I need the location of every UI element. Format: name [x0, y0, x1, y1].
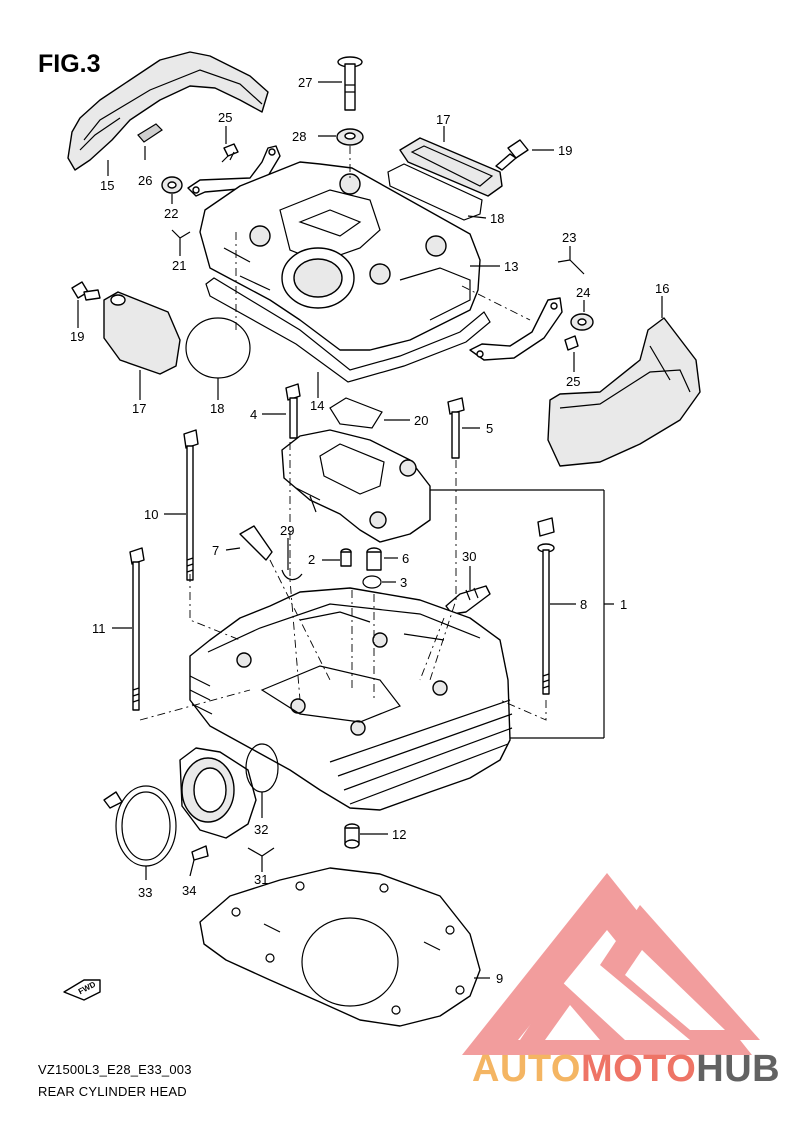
callout-32[interactable]: 32	[254, 822, 268, 837]
clamp-33[interactable]	[103, 785, 177, 867]
callout-17-left[interactable]: 17	[132, 401, 146, 416]
cap-17-top[interactable]	[399, 137, 503, 197]
callout-13[interactable]: 13	[504, 259, 518, 274]
dowel-pin-12[interactable]	[344, 823, 360, 849]
left-head-cover-15[interactable]	[67, 51, 269, 171]
callout-3[interactable]: 3	[400, 575, 407, 590]
right-head-cover-16[interactable]	[547, 317, 701, 467]
callout-18-top[interactable]: 18	[490, 211, 504, 226]
callout-31[interactable]: 31	[254, 872, 268, 887]
callout-20[interactable]: 20	[414, 413, 428, 428]
bracket-23[interactable]	[469, 297, 563, 361]
figure-code: VZ1500L3_E28_E33_003	[38, 1062, 192, 1077]
figure-title: FIG.3	[38, 50, 101, 78]
cylinder-head-1[interactable]	[189, 587, 513, 811]
callout-9[interactable]: 9	[496, 971, 503, 986]
callout-21[interactable]: 21	[172, 258, 186, 273]
cam-holder[interactable]	[281, 429, 431, 543]
leader-lines	[77, 81, 663, 979]
fwd-arrow-icon: FWD	[63, 979, 101, 1001]
bolt-11[interactable]	[129, 547, 145, 711]
intake-pipe-31[interactable]	[179, 747, 257, 839]
dowel-pin-6[interactable]	[366, 547, 382, 571]
callout-27[interactable]: 27	[298, 75, 312, 90]
stud-7[interactable]	[239, 525, 273, 561]
bolt-27[interactable]	[337, 56, 363, 111]
callout-8[interactable]: 8	[580, 597, 587, 612]
gasket-20[interactable]	[329, 397, 383, 429]
callout-25-top[interactable]: 25	[218, 110, 232, 125]
bolt-5[interactable]	[447, 397, 465, 459]
watermark-text: AUTOMOTOHUB	[472, 1048, 780, 1091]
callout-18-left[interactable]: 18	[210, 401, 224, 416]
callout-12[interactable]: 12	[392, 827, 406, 842]
bolt-25-right[interactable]	[564, 335, 579, 351]
callout-25-right[interactable]: 25	[566, 374, 580, 389]
callout-labels: 27 28 17 19 18 13 25 26 15 22 21 23 24 2…	[70, 75, 669, 986]
bolt-25-top[interactable]	[221, 143, 239, 163]
callout-23[interactable]: 23	[562, 230, 576, 245]
callout-14[interactable]: 14	[310, 398, 324, 413]
watermark-logo	[462, 873, 760, 1055]
bracket-21[interactable]	[187, 145, 281, 197]
watermark-hub: HUB	[696, 1048, 781, 1090]
bolt-19-right[interactable]	[495, 139, 529, 171]
washer-28[interactable]	[336, 128, 364, 146]
callout-17-top[interactable]: 17	[436, 112, 450, 127]
callout-1[interactable]: 1	[620, 597, 627, 612]
callout-26[interactable]: 26	[138, 173, 152, 188]
grommet-22[interactable]	[161, 176, 183, 194]
callout-11[interactable]: 11	[92, 621, 106, 636]
head-gasket-9[interactable]	[199, 867, 481, 1027]
callout-28[interactable]: 28	[292, 129, 306, 144]
callout-7[interactable]: 7	[212, 543, 219, 558]
bolt-19-left[interactable]	[71, 281, 101, 301]
watermark-moto: MOTO	[580, 1048, 697, 1090]
head-cover-13[interactable]	[199, 161, 481, 351]
clip-29[interactable]	[281, 569, 303, 581]
dowel-pin-2[interactable]	[340, 548, 352, 567]
callout-24[interactable]: 24	[576, 285, 590, 300]
rubber-pad-26[interactable]	[137, 123, 163, 143]
cap-17-left[interactable]	[103, 291, 181, 375]
callout-4[interactable]: 4	[250, 407, 257, 422]
callout-22[interactable]: 22	[164, 206, 178, 221]
callout-2[interactable]: 2	[308, 552, 315, 567]
gasket-18-top[interactable]	[387, 163, 483, 221]
callout-29[interactable]: 29	[280, 523, 294, 538]
callout-15[interactable]: 15	[100, 178, 114, 193]
callout-19-left[interactable]: 19	[70, 329, 84, 344]
bolt-8[interactable]	[537, 517, 555, 695]
watermark-auto: AUTO	[472, 1048, 581, 1090]
callout-16[interactable]: 16	[655, 281, 669, 296]
grommet-24[interactable]	[570, 313, 594, 331]
callout-34[interactable]: 34	[182, 883, 196, 898]
bolt-10[interactable]	[183, 429, 199, 581]
gasket-14[interactable]	[205, 277, 491, 383]
gasket-18-left[interactable]	[185, 317, 251, 379]
callout-5[interactable]: 5	[486, 421, 493, 436]
callout-19-right[interactable]: 19	[558, 143, 572, 158]
figure-name: REAR CYLINDER HEAD	[38, 1084, 187, 1099]
callout-30[interactable]: 30	[462, 549, 476, 564]
o-ring-3[interactable]	[362, 575, 382, 589]
callout-10[interactable]: 10	[144, 507, 158, 522]
callout-33[interactable]: 33	[138, 885, 152, 900]
bolt-4[interactable]	[285, 383, 301, 439]
screw-34[interactable]	[191, 845, 209, 861]
callout-6[interactable]: 6	[402, 551, 409, 566]
